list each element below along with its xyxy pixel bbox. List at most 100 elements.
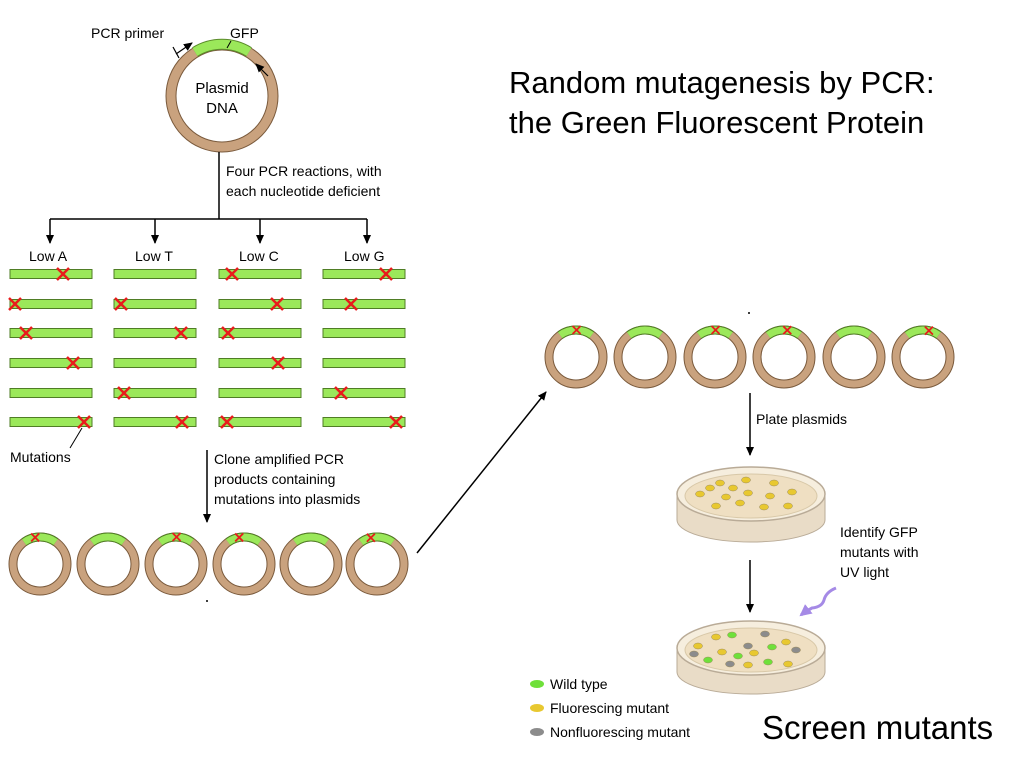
pcr-strand [218, 356, 302, 370]
pcr-strand [322, 297, 406, 311]
pcr-product-strands [8, 267, 406, 429]
branch-arrows [46, 152, 371, 244]
colony [791, 646, 801, 654]
mutation-mark [924, 326, 934, 336]
colony [760, 630, 770, 638]
mutation-mark [271, 356, 285, 370]
plasmids-row-right [544, 325, 955, 389]
colony [725, 660, 735, 668]
mutation-mark [225, 267, 239, 281]
pcr-strand [9, 415, 93, 429]
plasmid-label-1: Plasmid [195, 80, 248, 97]
pcr-strand [322, 386, 406, 400]
colony [689, 650, 699, 658]
pcr-strand [322, 415, 406, 429]
slide-title: Random mutagenesis by PCR: the Green Flu… [509, 65, 935, 140]
gfp-segment [22, 533, 58, 546]
gfp-segment [293, 533, 329, 546]
low-a-label: Low A [29, 248, 68, 264]
plasmid-ring [144, 532, 208, 596]
mutation-mark [344, 297, 358, 311]
pcr-strand [113, 269, 197, 279]
colony [705, 484, 715, 492]
plate-plasmids-label: Plate plasmids [756, 411, 847, 427]
colony [715, 479, 725, 487]
gfp-label: GFP [230, 25, 259, 41]
plasmid-ring [822, 325, 886, 389]
colony [711, 502, 721, 510]
pcr-strand [218, 297, 302, 311]
colony [703, 656, 713, 664]
pcr-strand [218, 415, 302, 429]
legend-label-wild-type: Wild type [550, 676, 608, 692]
colony [765, 492, 775, 500]
colony [767, 643, 777, 651]
mutation-mark [77, 415, 91, 429]
identify-text-2: mutants with [840, 544, 919, 560]
colony [741, 476, 751, 484]
mutation-mark [56, 267, 70, 281]
low-t-label: Low T [135, 248, 173, 264]
pcr-strand [9, 267, 93, 281]
colony [695, 490, 705, 498]
pcr-strand [113, 415, 197, 429]
colony [743, 489, 753, 497]
plasmid-ring [345, 532, 409, 596]
gfp-arrow [255, 63, 269, 77]
pcr-strand [113, 386, 197, 400]
pcr-strand [113, 297, 197, 311]
colony [717, 648, 727, 656]
step2-text-3: mutations into plasmids [214, 491, 360, 507]
plasmid-ring [544, 325, 608, 389]
cloned-plasmids-row [8, 532, 409, 596]
mutation-mark [174, 326, 188, 340]
pcr-strand [322, 358, 406, 368]
plasmid-ring [683, 325, 747, 389]
colony [769, 479, 779, 487]
colony [727, 631, 737, 639]
colony [728, 484, 738, 492]
colony [743, 661, 753, 669]
colony [735, 499, 745, 507]
colony [721, 493, 731, 501]
mutation-mark [66, 356, 80, 370]
low-g-label: Low G [344, 248, 384, 264]
mutation-mark [117, 386, 131, 400]
mutation-mark [171, 532, 182, 542]
mutation-mark [366, 533, 376, 543]
mutation-mark [782, 325, 792, 335]
legend: Wild type Fluorescing mutant Nonfluoresc… [530, 676, 690, 740]
screen-mutants-label: Screen mutants [762, 709, 994, 746]
pcr-strand [8, 297, 93, 311]
colony [759, 503, 769, 511]
pcr-strand [218, 267, 302, 281]
step1-text-2: each nucleotide deficient [226, 183, 380, 199]
step2-text-1: Clone amplified PCR [214, 451, 344, 467]
colony [781, 638, 791, 646]
uv-light-arrow [799, 586, 837, 617]
plasmid-label-2: DNA [206, 100, 238, 117]
mutation-mark [710, 325, 721, 335]
low-c-label: Low C [239, 248, 279, 264]
mutation-mark [334, 386, 348, 400]
source-plasmid: Plasmid DNA PCR primer GFP [91, 25, 279, 153]
pcr-strand [9, 326, 93, 340]
petri-dish-plated [676, 466, 826, 543]
colony [711, 633, 721, 641]
identify-text-1: Identify GFP [840, 524, 918, 540]
pcr-strand [9, 356, 93, 370]
pcr-strand [322, 267, 406, 281]
mutation-mark [19, 326, 33, 340]
step1-text-1: Four PCR reactions, with [226, 163, 382, 179]
primer-arrow [175, 42, 193, 55]
mutation-mark [234, 532, 244, 543]
legend-swatch-wild-type [530, 680, 544, 688]
mutation-mark [379, 267, 393, 281]
pcr-strand [9, 388, 93, 398]
legend-label-nonfluorescing: Nonfluorescing mutant [550, 724, 690, 740]
mutations-pointer [69, 427, 83, 449]
legend-swatch-nonfluorescing [530, 728, 544, 736]
gfp-segment [766, 326, 802, 339]
